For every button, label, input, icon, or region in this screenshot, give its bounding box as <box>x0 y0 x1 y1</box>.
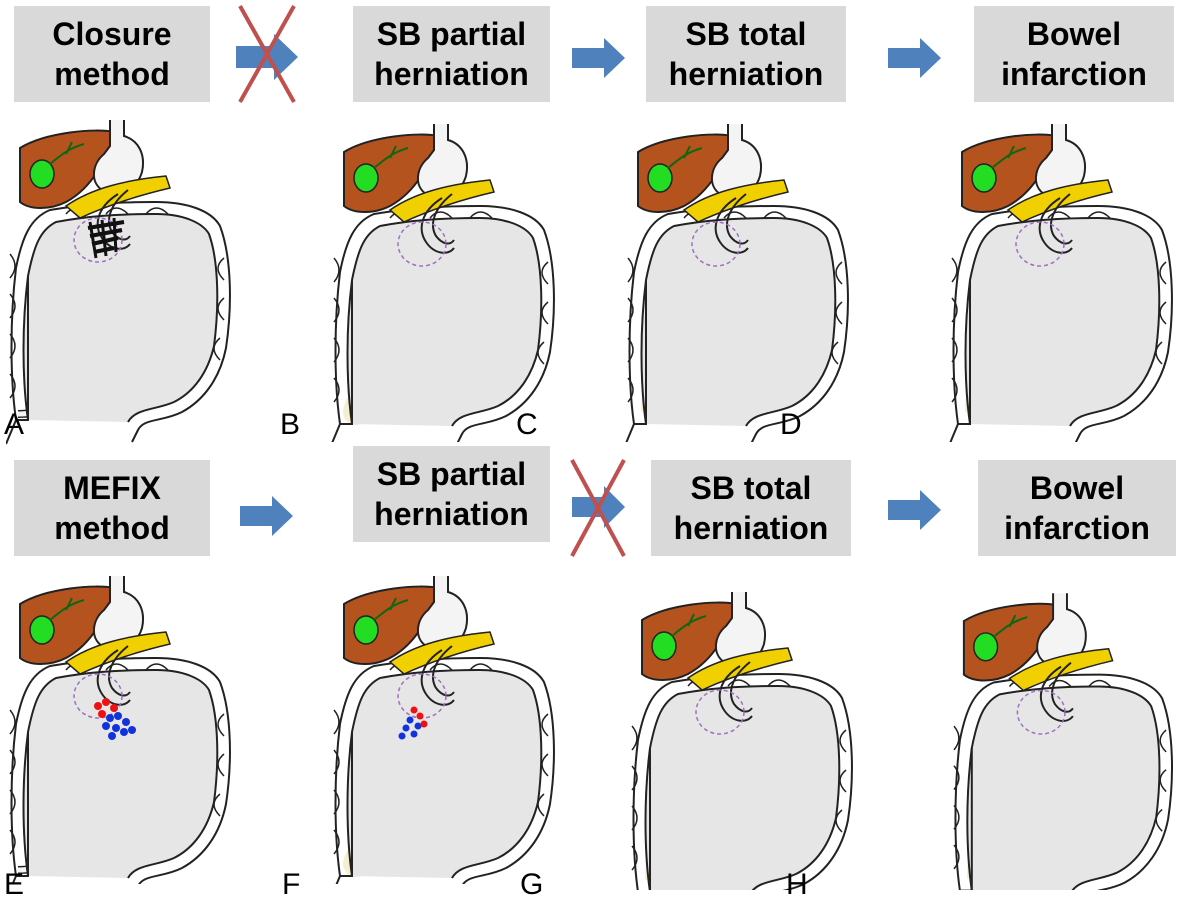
closure-sutures <box>87 217 125 259</box>
step-box-sb-total-herniation: SB total herniation <box>651 460 851 556</box>
mefix-fixation-dots <box>398 706 428 740</box>
step-box-sb-partial-herniation: SB partial herniation <box>353 446 550 542</box>
panel-total-herniation <box>628 591 853 890</box>
panel-label-h: H <box>786 868 808 901</box>
panel-partial-herniation <box>330 123 555 442</box>
panel-label-a: A <box>4 408 25 441</box>
panel-label-f: F <box>282 868 301 901</box>
panel-bowel-infarction <box>950 592 1173 890</box>
step-box-sb-partial-herniation: SB partial herniation <box>353 6 550 102</box>
right-arrow-icon <box>888 38 941 78</box>
step-box-sb-total-herniation: SB total herniation <box>646 6 846 102</box>
panel-label-d: D <box>780 408 802 441</box>
right-arrow-icon <box>240 496 293 536</box>
right-arrow-icon <box>888 490 941 530</box>
step-box-bowel-infarction: Bowel infarction <box>974 6 1174 102</box>
cross-icon <box>570 459 626 557</box>
mefix-fixation-dots <box>94 698 136 740</box>
panel-total-herniation <box>624 123 849 442</box>
step-box-mefix-method: MEFIX method <box>14 460 210 556</box>
panel-mefix-anatomy <box>6 575 231 884</box>
panel-bowel-infarction <box>948 123 1173 442</box>
panel-label-c: C <box>516 408 538 441</box>
panel-label-e: E <box>4 868 25 901</box>
panel-closure-anatomy <box>6 119 231 445</box>
panel-mefix-partial-herniation <box>330 575 555 884</box>
panel-label-b: B <box>280 408 301 441</box>
step-box-closure-method: Closure method <box>14 6 210 102</box>
panel-label-g: G <box>520 868 544 901</box>
cross-icon <box>238 5 296 103</box>
step-box-bowel-infarction: Bowel infarction <box>978 460 1176 556</box>
right-arrow-icon <box>572 38 625 78</box>
